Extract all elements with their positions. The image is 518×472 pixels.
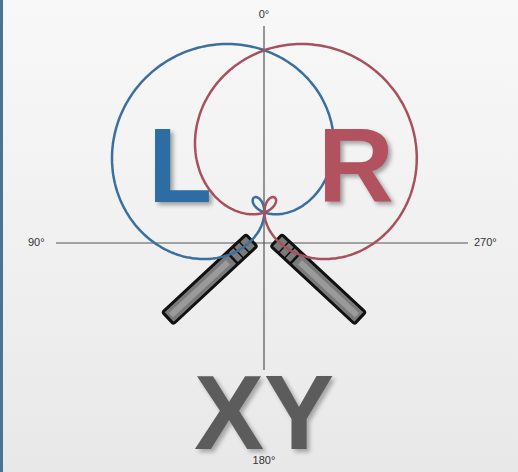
right-polar-pattern: R [192,41,420,262]
pattern-outline [109,41,337,262]
pattern-letter: L [148,113,212,218]
technique-title: XY [194,360,334,465]
angle-label: 270° [474,237,497,248]
vertical-axis [263,26,264,370]
angle-label: 0° [259,9,270,20]
pattern-letter: R [318,113,394,218]
polar-curve [195,44,417,259]
horizontal-axis [56,242,468,243]
angle-label: 90° [28,237,45,248]
left-polar-pattern: L [109,41,337,262]
edge-bar [0,0,3,472]
